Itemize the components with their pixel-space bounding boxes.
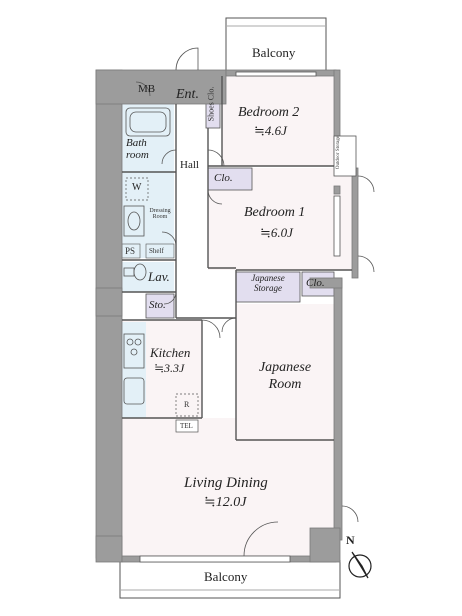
mb-label: MB [138, 83, 156, 95]
stove [123, 333, 145, 369]
tel-label: TEL [180, 422, 193, 430]
balcony-top-label: Balcony [252, 45, 296, 60]
kitchen-label: Kitchen [150, 345, 191, 360]
balcony-top [225, 17, 327, 78]
living-dining-area: ≒12.0J [204, 495, 247, 510]
kitchen-counter [122, 322, 146, 418]
japanese-storage-label: Japanese Storage [251, 273, 285, 293]
entrance-label: Ent. [176, 87, 199, 102]
fridge-label: R [184, 400, 190, 409]
hall-area [176, 104, 208, 314]
north-label: N [346, 533, 355, 547]
bedroom-2-room [222, 72, 334, 166]
closet-a-label: Clo. [214, 172, 233, 184]
dressing-area [122, 172, 174, 258]
wash-basin [123, 205, 145, 237]
japanese-storage-box [235, 271, 301, 303]
bathroom-label: Bath room [126, 137, 149, 161]
lavatory-label: Lav. [148, 269, 170, 284]
japanese-room-label: Japanese Room [258, 360, 312, 392]
closet-b-label: Clo. [306, 277, 325, 289]
lavatory-area [122, 262, 174, 292]
japanese-room [236, 304, 334, 440]
living-dining-room [122, 418, 336, 558]
hall-label: Hall [180, 159, 199, 171]
kitchen-area: ≒3.3J [154, 361, 185, 375]
outdoor-storage-label: Outdoor Storage [336, 135, 342, 170]
windows [139, 71, 357, 563]
bedroom2-area: ≒4.6J [254, 123, 287, 138]
bedroom1-label: Bedroom 1 [244, 205, 306, 220]
ps-label: PS [125, 246, 136, 256]
toilet [123, 263, 147, 281]
bedroom1-area: ≒6.0J [260, 225, 293, 240]
bedroom2-label: Bedroom 2 [238, 105, 300, 120]
washer-label: W [132, 182, 142, 193]
balcony-bottom [119, 552, 341, 599]
shelf-label: Shelf [149, 247, 164, 255]
doors [135, 47, 375, 557]
dressing-room-label: Dressing Room [149, 208, 171, 220]
fridge-space [175, 393, 199, 417]
storage-label: Sto. [149, 299, 166, 311]
washer-space [125, 177, 149, 201]
bathtub [125, 107, 171, 137]
tel-box [175, 419, 199, 433]
storage-box [145, 293, 175, 319]
balcony-bottom-label: Balcony [204, 569, 248, 584]
shelf-box [145, 243, 175, 259]
kitchen-sink [123, 377, 145, 405]
inner-walls [122, 76, 352, 441]
north-arrow [348, 551, 372, 579]
living-dining-label: Living Dining [184, 475, 268, 491]
shoes-closet-label: Shoes Clo. [206, 86, 216, 122]
